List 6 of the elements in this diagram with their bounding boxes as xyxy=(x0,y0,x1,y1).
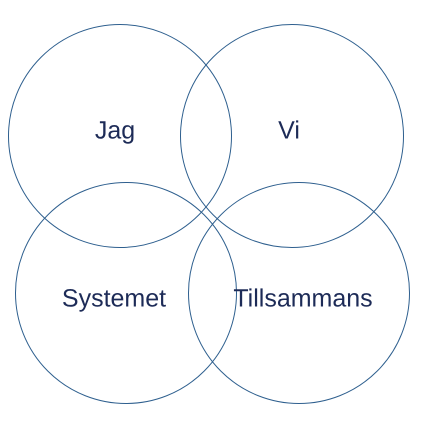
venn-circle xyxy=(180,24,404,248)
venn-circle xyxy=(188,182,410,404)
venn-circle xyxy=(8,24,232,248)
circle-label: Jag xyxy=(94,116,136,146)
circle-label: Vi xyxy=(278,116,300,146)
circle-label: Systemet xyxy=(62,284,166,314)
